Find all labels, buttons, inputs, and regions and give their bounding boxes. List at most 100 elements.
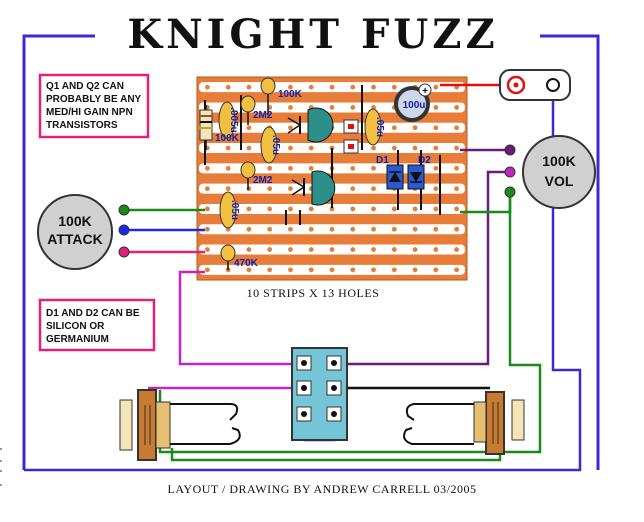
diode-d1 (386, 164, 404, 190)
frame-border (22, 34, 600, 470)
board-hole (433, 186, 439, 192)
board-hole (433, 165, 439, 171)
board-hole (412, 247, 418, 252)
board-hole (454, 125, 460, 131)
board-hole (329, 267, 335, 273)
board-hole (412, 267, 418, 273)
dc-jack (499, 69, 571, 101)
board-hole (288, 206, 293, 212)
board-hole (454, 145, 460, 151)
footswitch (291, 347, 348, 441)
svg-text:TRANSISTORS: TRANSISTORS (46, 120, 118, 131)
board-hole (350, 84, 356, 90)
board-hole (371, 165, 376, 171)
board-hole (267, 267, 273, 273)
label-d2: D2 (418, 155, 431, 166)
transistor-q2 (291, 170, 336, 206)
cap-c3 (219, 191, 237, 229)
board-hole (246, 226, 252, 232)
board-hole (350, 165, 356, 171)
board-hole (454, 206, 460, 212)
board-hole (246, 186, 252, 192)
wire-vol-switch (336, 170, 510, 366)
board-hole (391, 145, 397, 151)
board-hole (225, 145, 231, 151)
board-hole (454, 186, 460, 192)
board-hole (412, 125, 418, 131)
board-hole (391, 125, 397, 131)
board-hole (267, 247, 273, 252)
output-jack (403, 391, 525, 455)
board-hole (329, 84, 335, 90)
board-hole (308, 247, 314, 252)
board-hole (433, 145, 439, 151)
board-hole (225, 186, 231, 192)
board-hole (246, 125, 252, 131)
title: KNIGHT FUZZ (127, 11, 498, 58)
board-hole (288, 247, 293, 252)
board-hole (433, 125, 439, 131)
board-hole (308, 84, 314, 90)
resistor-r4 (240, 161, 256, 190)
board-hole (454, 165, 460, 171)
board-hole (412, 206, 418, 212)
input-jack (119, 389, 241, 461)
board-hole (204, 247, 210, 252)
board-hole (288, 165, 293, 171)
label-c-elec: 100u (403, 100, 426, 111)
transistor-q1 (287, 107, 334, 143)
capacitors (218, 101, 382, 229)
board-hole (371, 226, 376, 232)
board-hole (433, 206, 439, 212)
board-hole (391, 226, 397, 232)
label-r5: 470K (234, 258, 259, 269)
board-hole (204, 226, 210, 232)
resistor-r5 (220, 244, 236, 270)
board-hole (433, 247, 439, 252)
diode-d2 (407, 164, 425, 190)
board-hole (246, 247, 252, 252)
board-hole (350, 226, 356, 232)
board-hole (454, 267, 460, 273)
svg-text:MED/HI GAIN NPN: MED/HI GAIN NPN (46, 107, 133, 118)
board-hole (204, 267, 210, 273)
board-hole (391, 206, 397, 212)
board-hole (308, 145, 314, 151)
board-pads (343, 119, 359, 154)
svg-text:D1 AND D2 CAN BE: D1 AND D2 CAN BE (46, 308, 140, 319)
board-hole (454, 247, 460, 252)
board-hole (267, 206, 273, 212)
board-hole (267, 165, 273, 171)
cap-c1 (218, 101, 236, 139)
attack-pot-label: ATTACK (47, 231, 102, 247)
board-hole (204, 186, 210, 192)
board-hole (246, 84, 252, 90)
board-hole (288, 226, 293, 232)
resistor-r1 (199, 105, 213, 150)
credit-line: LAYOUT / DRAWING BY ANDREW CARRELL 03/20… (168, 482, 477, 496)
edge-marks (0, 448, 2, 486)
board-hole (329, 226, 335, 232)
wire-switch-magenta (178, 270, 302, 366)
resistor-r2 (260, 77, 276, 115)
electrolytic-capacitor (394, 83, 432, 122)
volume-pot-value: 100K (542, 153, 575, 169)
label-c3: .05u (229, 200, 240, 220)
board-hole (308, 267, 314, 273)
board-hole (412, 226, 418, 232)
attack-pot-value: 100K (58, 213, 91, 229)
label-r2: 100K (278, 89, 303, 100)
cap-c4 (364, 108, 382, 146)
board-hole (350, 247, 356, 252)
board-hole (391, 267, 397, 273)
resistors (199, 77, 276, 270)
volume-pot (504, 135, 596, 209)
svg-text:Q1 AND Q2 CAN: Q1 AND Q2 CAN (46, 81, 124, 92)
board-hole (371, 247, 376, 252)
board-hole (454, 105, 460, 110)
board-hole (433, 84, 439, 90)
board-hole (204, 165, 210, 171)
board-hole (267, 226, 273, 232)
board-hole (350, 206, 356, 212)
